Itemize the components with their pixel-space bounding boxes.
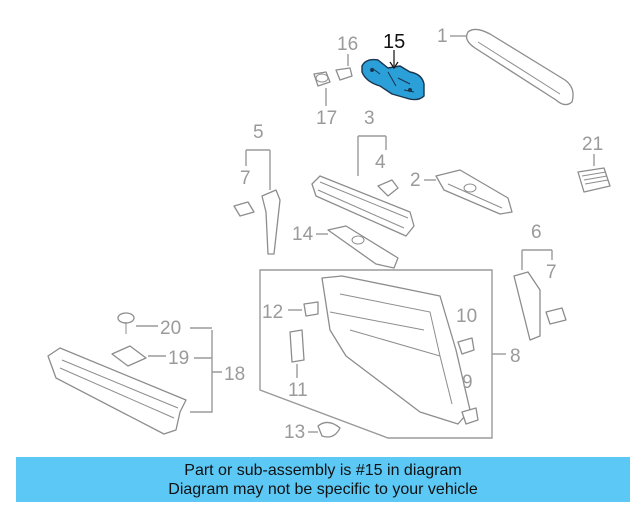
part-3[interactable] bbox=[311, 175, 415, 237]
callout-7a: 7 bbox=[240, 168, 251, 189]
part-11[interactable] bbox=[289, 329, 305, 363]
banner-line-1: Part or sub-assembly is #15 in diagram bbox=[184, 461, 462, 479]
part-15-highlighted[interactable] bbox=[361, 58, 425, 101]
part-7-left[interactable] bbox=[233, 201, 255, 217]
callout-4: 4 bbox=[375, 152, 386, 173]
leader-6 bbox=[521, 249, 553, 270]
exploded-parts-diagram: 1 15 16 17 3 bbox=[47, 26, 611, 443]
callout-11: 11 bbox=[288, 380, 308, 401]
callout-9: 9 bbox=[462, 372, 473, 393]
banner-line-2: Diagram may not be specific to your vehi… bbox=[168, 480, 478, 498]
assembly-box bbox=[259, 269, 493, 439]
callout-7b: 7 bbox=[546, 262, 557, 283]
leader-5 bbox=[245, 149, 271, 190]
part-12[interactable] bbox=[303, 301, 319, 317]
callout-17: 17 bbox=[316, 108, 337, 129]
info-banner: Part or sub-assembly is #15 in diagram D… bbox=[16, 457, 630, 502]
callout-3: 3 bbox=[364, 108, 375, 129]
callout-13: 13 bbox=[284, 422, 305, 443]
part-16[interactable] bbox=[335, 67, 353, 81]
part-8-door-trim-panel[interactable] bbox=[321, 275, 471, 425]
part-21[interactable] bbox=[577, 167, 611, 193]
part-6[interactable] bbox=[513, 271, 541, 341]
part-2[interactable] bbox=[435, 169, 513, 215]
part-10[interactable] bbox=[457, 337, 475, 355]
callout-14: 14 bbox=[292, 224, 314, 245]
part-13[interactable] bbox=[317, 421, 341, 438]
callout-5: 5 bbox=[253, 122, 264, 143]
part-18-cargo-cover[interactable] bbox=[47, 347, 187, 435]
callout-15: 15 bbox=[383, 31, 405, 53]
part-17[interactable] bbox=[313, 71, 331, 87]
callout-1: 1 bbox=[437, 26, 448, 47]
callout-12: 12 bbox=[262, 302, 283, 323]
part-9[interactable] bbox=[461, 407, 479, 425]
callout-2: 2 bbox=[410, 170, 421, 191]
leader-18 bbox=[190, 330, 222, 413]
callout-10: 10 bbox=[456, 306, 477, 327]
part-7-right[interactable] bbox=[545, 307, 567, 325]
callout-21: 21 bbox=[582, 134, 603, 155]
callout-16: 16 bbox=[337, 34, 358, 55]
part-14[interactable] bbox=[327, 225, 399, 269]
part-1[interactable] bbox=[465, 28, 574, 106]
part-4[interactable] bbox=[377, 179, 399, 197]
leader-3 bbox=[357, 135, 387, 176]
callout-20: 20 bbox=[160, 318, 181, 339]
part-20-screw[interactable] bbox=[117, 312, 135, 334]
part-19[interactable] bbox=[111, 345, 147, 367]
callout-19: 19 bbox=[168, 348, 189, 369]
callout-6: 6 bbox=[531, 222, 542, 243]
part-5[interactable] bbox=[261, 189, 281, 255]
callout-18: 18 bbox=[224, 364, 245, 385]
callout-8: 8 bbox=[510, 346, 521, 367]
